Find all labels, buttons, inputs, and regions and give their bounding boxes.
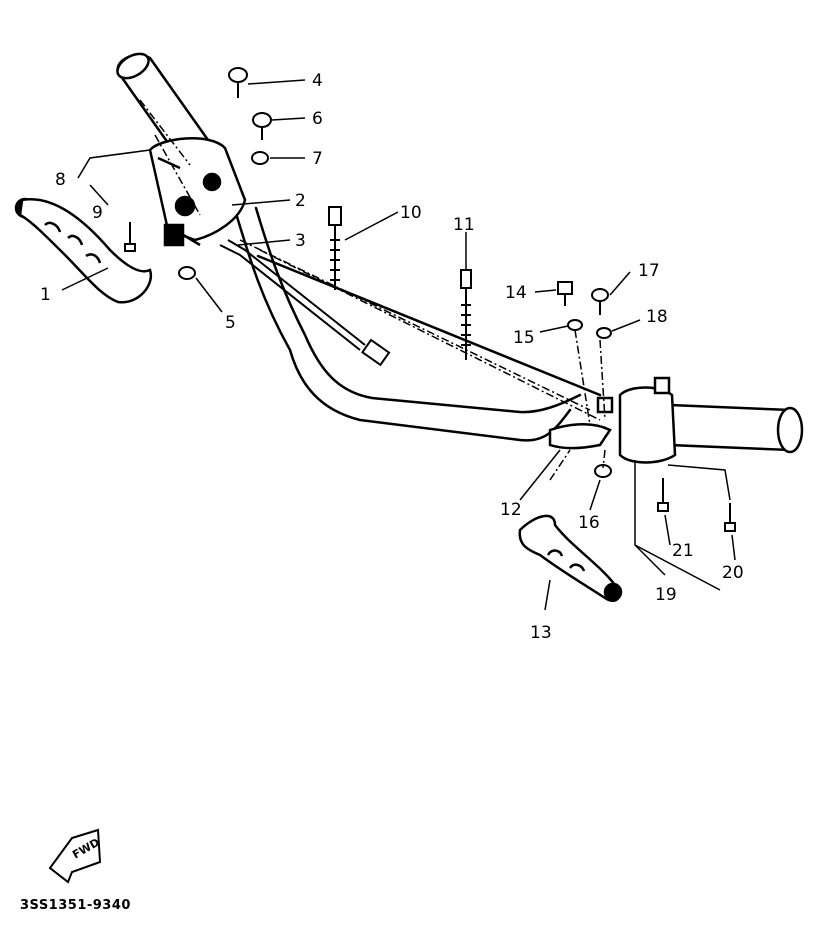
label-17: 17 bbox=[638, 261, 660, 281]
part-16-nut bbox=[594, 464, 612, 478]
label-3: 3 bbox=[295, 231, 306, 251]
label-4: 4 bbox=[312, 71, 323, 91]
label-15: 15 bbox=[513, 328, 535, 348]
label-20: 20 bbox=[722, 563, 744, 583]
label-6: 6 bbox=[312, 109, 323, 129]
label-8: 8 bbox=[55, 170, 66, 190]
part-21-screw bbox=[657, 478, 669, 512]
part-11-switch bbox=[460, 269, 472, 360]
part-20-screw bbox=[724, 503, 736, 532]
part-14-pivot-bolt bbox=[557, 281, 573, 306]
fwd-arrow-icon: FWD bbox=[48, 828, 102, 884]
throttle-grip bbox=[618, 376, 804, 464]
label-13: 13 bbox=[530, 623, 552, 643]
part-10-switch bbox=[328, 206, 342, 290]
part-9-bolt bbox=[124, 222, 136, 252]
left-grip bbox=[116, 52, 210, 162]
part-3-switch-lead bbox=[219, 239, 391, 367]
label-16: 16 bbox=[578, 513, 600, 533]
part-4-bolt bbox=[228, 67, 248, 98]
part-15-washer bbox=[567, 319, 583, 331]
brake-lever bbox=[518, 514, 623, 602]
label-19: 19 bbox=[655, 585, 677, 605]
part-6-bolt bbox=[252, 112, 272, 140]
label-7: 7 bbox=[312, 149, 323, 169]
label-14: 14 bbox=[505, 283, 527, 303]
label-18: 18 bbox=[646, 307, 668, 327]
part-18-washer bbox=[596, 327, 612, 339]
clutch-lever bbox=[14, 197, 153, 304]
part-labels: 1 2 3 4 5 6 7 8 9 10 11 12 13 14 15 16 1… bbox=[40, 71, 744, 643]
assembly-lines bbox=[139, 99, 606, 481]
leader-lines bbox=[61, 79, 736, 611]
brake-lever-holder bbox=[548, 396, 614, 450]
diagram-code: 3SS1351-9340 bbox=[20, 898, 131, 913]
part-17-screw bbox=[591, 288, 609, 315]
label-21: 21 bbox=[672, 541, 694, 561]
label-2: 2 bbox=[295, 191, 306, 211]
part-7-washer bbox=[251, 151, 269, 165]
part-5-nut bbox=[178, 266, 196, 280]
clutch-lever-holder bbox=[148, 137, 247, 247]
label-11: 11 bbox=[453, 215, 475, 235]
label-1: 1 bbox=[40, 285, 51, 305]
label-10: 10 bbox=[400, 203, 422, 223]
label-5: 5 bbox=[225, 313, 236, 333]
label-9: 9 bbox=[92, 203, 103, 223]
handlebar bbox=[233, 206, 602, 442]
label-12: 12 bbox=[500, 500, 522, 520]
